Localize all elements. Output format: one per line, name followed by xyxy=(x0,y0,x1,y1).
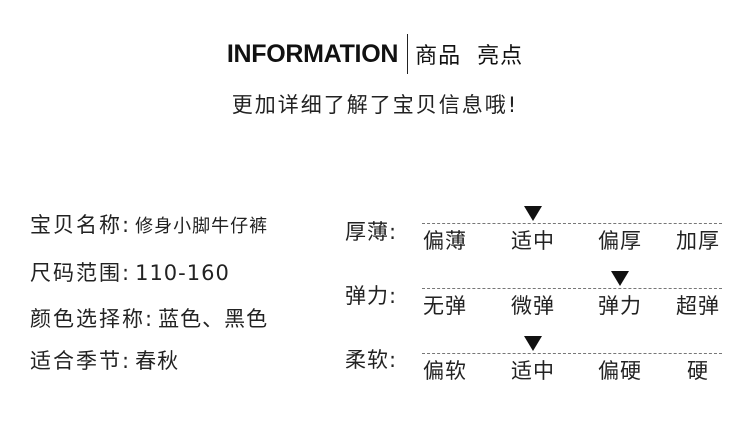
scale-label: 弹力: xyxy=(345,284,398,308)
info-row-season: 适合季节:春秋 xyxy=(30,347,179,375)
scale-option: 偏厚 xyxy=(598,229,642,253)
scale-option: 偏硬 xyxy=(598,359,642,383)
info-row-size: 尺码范围:110-160 xyxy=(30,259,230,287)
scale-option: 硬 xyxy=(687,359,709,383)
triangle-down-icon xyxy=(524,206,542,221)
header: INFORMATION 商品 亮点 xyxy=(0,34,750,74)
info-label: 颜色选择称: xyxy=(30,307,155,331)
subtitle: 更加详细了解了宝贝信息哦! xyxy=(231,93,519,117)
scale-elasticity: 弹力: 无弹 微弹 弹力 超弹 xyxy=(345,263,735,323)
scale-thickness: 厚薄: 偏薄 适中 偏厚 加厚 xyxy=(345,198,735,258)
scale-option: 无弹 xyxy=(423,294,467,318)
scale-option: 超弹 xyxy=(676,294,720,318)
scale-dashed-line xyxy=(422,353,722,354)
scale-option: 偏薄 xyxy=(423,229,467,253)
triangle-down-icon xyxy=(524,336,542,351)
info-value: 修身小脚牛仔裤 xyxy=(135,216,269,237)
scale-option: 适中 xyxy=(511,359,555,383)
scale-dashed-line xyxy=(422,288,722,289)
scale-label: 柔软: xyxy=(345,348,398,372)
scale-softness: 柔软: 偏软 适中 偏硬 硬 xyxy=(345,328,735,388)
info-label: 适合季节: xyxy=(30,349,132,373)
scale-dashed-line xyxy=(422,223,722,224)
scale-option: 偏软 xyxy=(423,359,467,383)
title-en: INFORMATION xyxy=(226,39,399,68)
scale-label: 厚薄: xyxy=(345,220,398,244)
title-divider xyxy=(407,34,409,74)
scale-option: 加厚 xyxy=(676,229,720,253)
scale-option: 弹力 xyxy=(598,294,642,318)
info-value: 110-160 xyxy=(135,261,230,285)
info-value: 蓝色、黑色 xyxy=(158,307,269,331)
scale-option: 适中 xyxy=(511,229,555,253)
info-value: 春秋 xyxy=(135,349,180,373)
info-row-color: 颜色选择称:蓝色、黑色 xyxy=(30,305,268,333)
scale-option: 微弹 xyxy=(511,294,555,318)
info-label: 尺码范围: xyxy=(30,261,132,285)
info-row-name: 宝贝名称:修身小脚牛仔裤 xyxy=(30,211,268,241)
triangle-down-icon xyxy=(611,271,629,286)
title-cn: 商品 亮点 xyxy=(415,44,524,69)
info-label: 宝贝名称: xyxy=(30,213,132,237)
